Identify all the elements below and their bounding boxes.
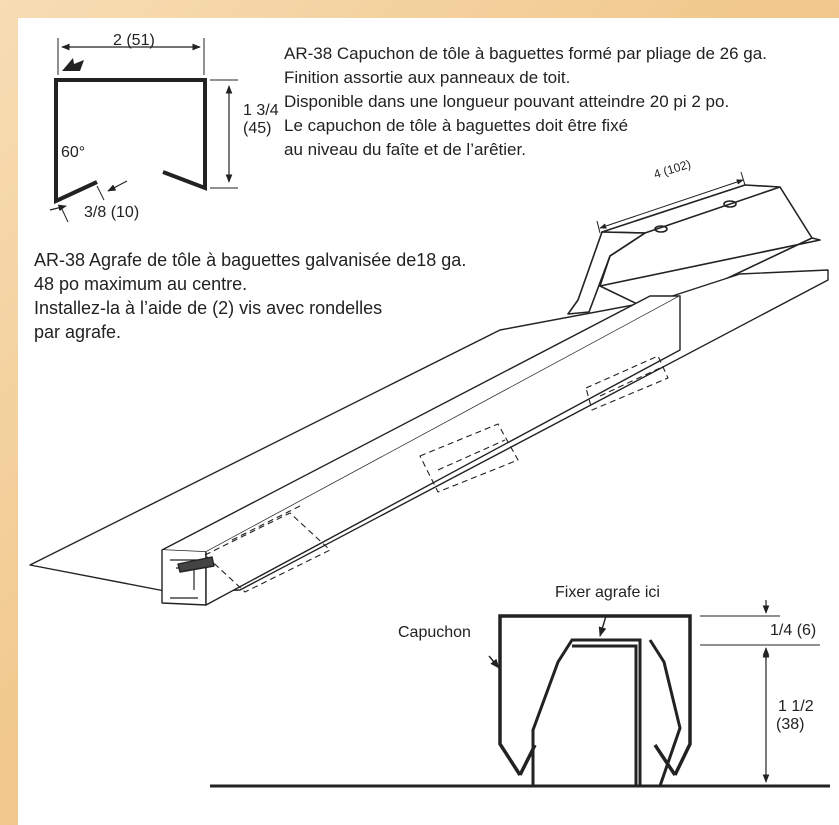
cap-profile (49, 38, 238, 223)
section-detail (210, 600, 830, 788)
clip-spec-line-4: par agrafe. (34, 322, 122, 342)
cap-spec-line-2: Finition assortie aux panneaux de toit. (284, 68, 571, 87)
seam-assembly (29, 269, 829, 606)
height-label-mm: (45) (243, 120, 272, 137)
cap-spec-line-5: au niveau du faîte et de l’arêtier. (284, 140, 526, 159)
batten-cap-front (161, 550, 207, 606)
drawing-sheet: 2 (51) 1 3/4 (45) 60° 3/8 (10) AR-38 Cap… (18, 18, 839, 825)
clip-ghost-2 (419, 423, 519, 493)
clip-tab (177, 556, 215, 573)
section-height-mm: (38) (776, 716, 805, 733)
cap-profile-outline (54, 78, 207, 205)
batten-cap-top (161, 295, 681, 553)
height-label-in: 1 3/4 (243, 102, 279, 119)
clip-spec-line-1: AR-38 Agrafe de tôle à baguettes galvani… (34, 250, 467, 270)
cap-section (498, 614, 692, 776)
clip-spec-line-2: 48 po maximum au centre. (34, 274, 248, 294)
angle-label: 60° (61, 144, 86, 161)
finish-side-arrow (62, 58, 84, 71)
clip-ghost-3 (585, 355, 669, 411)
cap-spec-line-1: AR-38 Capuchon de tôle à baguettes formé… (284, 44, 767, 63)
cap-spec-line-4: Le capuchon de tôle à baguettes doit êtr… (284, 116, 629, 135)
clip-section (531, 638, 642, 786)
clip-length-dimension (599, 179, 744, 229)
cap-label: Capuchon (398, 624, 471, 641)
gap-dimension-label: 1/4 (6) (770, 622, 817, 639)
cap-spec-line-3: Disponible dans une longueur pouvant att… (284, 92, 730, 111)
technical-drawing (29, 38, 830, 788)
clip-here-label: Fixer agrafe ici (555, 584, 660, 601)
clip-perspective (567, 171, 821, 325)
hem-label: 3/8 (10) (84, 204, 140, 221)
section-height-in: 1 1/2 (778, 698, 814, 715)
width-label: 2 (51) (113, 32, 155, 49)
clip-spec-line-3: Installez-la à l’aide de (2) vis avec ro… (34, 298, 383, 318)
clip-top-face (601, 184, 781, 234)
clip-ghost-1 (204, 512, 331, 593)
